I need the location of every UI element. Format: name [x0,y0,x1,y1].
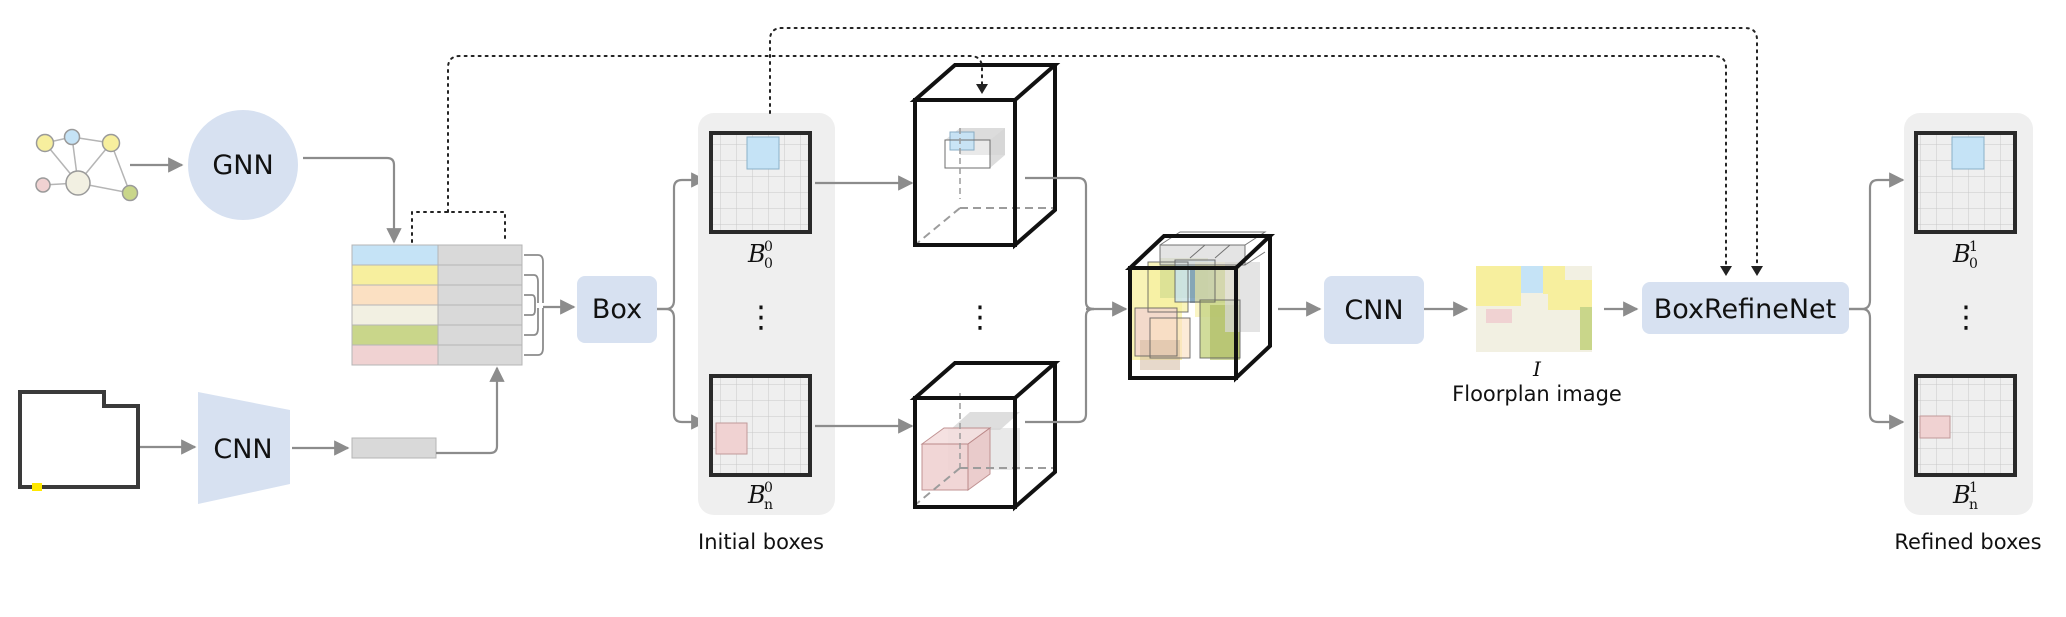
svg-text:B: B [1952,481,1971,509]
cnn-encoder-label: CNN [213,434,272,465]
arrow-box-to-b0 [657,172,707,311]
svg-text:B: B [1952,240,1971,268]
refined-ellipsis: ⋮ [1951,300,1981,335]
box-label: Box [592,294,642,325]
svg-text:B: B [747,240,766,268]
initial-boxes-label: Initial boxes [698,530,824,554]
r0-symbol: B 1 0 [1952,239,1978,272]
arrow-refine-to-rn [1849,307,1905,430]
svg-text:B: B [747,481,766,509]
cnn-render-node: CNN [1324,276,1424,344]
refined-boxes-label: Refined boxes [1894,530,2041,554]
svg-text:0: 0 [764,239,773,255]
bn-symbol: B 0 n [747,480,773,513]
graph-icon [35,128,139,202]
boxrefinenet-label: BoxRefineNet [1654,294,1836,325]
svg-text:1: 1 [1969,239,1978,255]
svg-text:0: 0 [764,256,773,272]
skip-arrowhead-refine-a [1720,266,1732,276]
floorplan-image-label: Floorplan image [1452,382,1622,406]
merge-bottom [1025,307,1095,424]
gnn-node: GNN [188,110,298,220]
box-grid-icon [1914,374,2017,477]
box-cube-icon [909,361,1061,512]
boxrefinenet-node: BoxRefineNet [1642,282,1849,334]
feature-table-icon [351,244,523,366]
cnn-render-label: CNN [1344,295,1403,326]
svg-text:0: 0 [1969,256,1978,272]
cnn-encoder-node: CNN [198,392,290,504]
box-node: Box [577,276,657,343]
skip-arrowhead-refine-b [1751,266,1763,276]
merge-top [1025,176,1095,311]
stacked-cube-icon [1124,231,1276,383]
initial-ellipsis: ⋮ [746,300,776,335]
floorplan-image [1476,266,1592,352]
table-to-box-connectors [524,254,544,356]
cube-ellipsis: ⋮ [965,300,995,335]
box-cube-icon [909,63,1061,250]
skip-table-to-cube [447,55,983,213]
skip-arrowhead-cube [976,84,988,94]
gnn-label: GNN [212,150,273,181]
skip-to-refine-a [981,55,1727,271]
box-grid-icon [1914,131,2017,234]
box-grid-icon [709,131,812,234]
floor-boundary-icon [18,390,140,491]
b0-symbol: B 0 0 [747,239,773,272]
arrow-refine-to-r0 [1849,172,1905,311]
table-dotted-bracket [411,211,506,243]
arrow-gnn-to-table [303,156,402,244]
svg-text:n: n [1969,497,1978,513]
svg-text:n: n [764,497,773,513]
rn-symbol: B 1 n [1952,480,1978,513]
arrow-feature-to-table [436,366,505,455]
boundary-feature-vector [351,437,437,459]
svg-text:0: 0 [764,480,773,496]
svg-text:1: 1 [1969,480,1978,496]
box-grid-icon [709,374,812,477]
arrow-box-to-bn [657,307,707,430]
skip-initial-to-refine [769,27,1758,271]
floorplan-symbol: I [1532,357,1542,381]
